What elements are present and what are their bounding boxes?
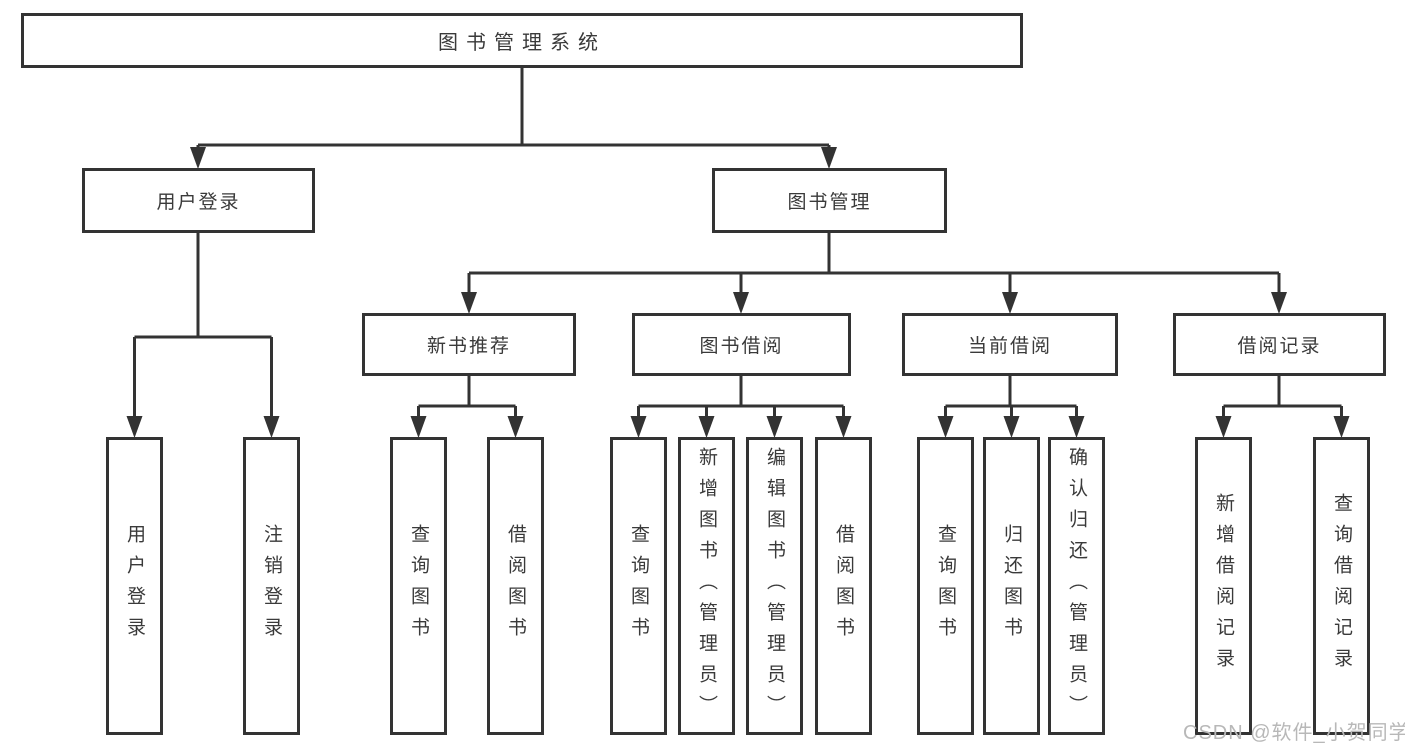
connector-borrowing-records [1215, 376, 1350, 438]
leaf-add-book-admin: 新增图书（管理员） [678, 437, 735, 735]
leaf-confirm-return-admin: 确认归还（管理员） [1048, 437, 1105, 735]
leaf-return-book: 归还图书 [983, 437, 1040, 735]
node-book-borrowing: 图书借阅 [632, 313, 851, 376]
leaf-confirm-return-admin-label: 确认归还（管理员） [1066, 446, 1087, 726]
connector-new-book-recommendation [410, 376, 524, 438]
leaf-user-login: 用户登录 [106, 437, 163, 735]
connector-root [190, 68, 837, 169]
node-current-borrowing: 当前借阅 [902, 313, 1118, 376]
leaf-borrow-books: 借阅图书 [815, 437, 872, 735]
connector-book-management [461, 233, 1287, 314]
node-user-login: 用户登录 [82, 168, 315, 233]
leaf-add-book-admin-label: 新增图书（管理员） [696, 446, 717, 726]
node-new-book-recommendation: 新书推荐 [362, 313, 576, 376]
leaf-borrow-books-label: 借阅图书 [833, 524, 854, 648]
connector-current-borrowing [937, 376, 1085, 438]
connector-book-borrowing [630, 376, 852, 438]
connector-user-login [126, 233, 280, 438]
leaf-query-books-borrow-label: 查询图书 [628, 524, 649, 648]
node-borrowing-records: 借阅记录 [1173, 313, 1386, 376]
leaf-edit-book-admin: 编辑图书（管理员） [746, 437, 803, 735]
leaf-borrow-books-recommend-label: 借阅图书 [505, 524, 526, 648]
leaf-logout-label: 注销登录 [261, 524, 282, 648]
leaf-logout: 注销登录 [243, 437, 300, 735]
leaf-return-book-label: 归还图书 [1001, 524, 1022, 648]
leaf-query-books-recommend: 查询图书 [390, 437, 447, 735]
leaf-query-books-current-label: 查询图书 [935, 524, 956, 648]
watermark: CSDN @软件_小贺同学 [1183, 722, 1405, 744]
leaf-add-borrow-record: 新增借阅记录 [1195, 437, 1252, 735]
leaf-user-login-label: 用户登录 [124, 524, 145, 648]
leaf-query-books-borrow: 查询图书 [610, 437, 667, 735]
leaf-add-borrow-record-label: 新增借阅记录 [1213, 493, 1234, 679]
leaf-query-books-current: 查询图书 [917, 437, 974, 735]
leaf-borrow-books-recommend: 借阅图书 [487, 437, 544, 735]
node-library-management-system: 图书管理系统 [21, 13, 1023, 68]
leaf-query-borrow-record-label: 查询借阅记录 [1331, 493, 1352, 679]
leaf-edit-book-admin-label: 编辑图书（管理员） [764, 446, 785, 726]
leaf-query-books-recommend-label: 查询图书 [408, 524, 429, 648]
leaf-query-borrow-record: 查询借阅记录 [1313, 437, 1370, 735]
node-book-management: 图书管理 [712, 168, 947, 233]
